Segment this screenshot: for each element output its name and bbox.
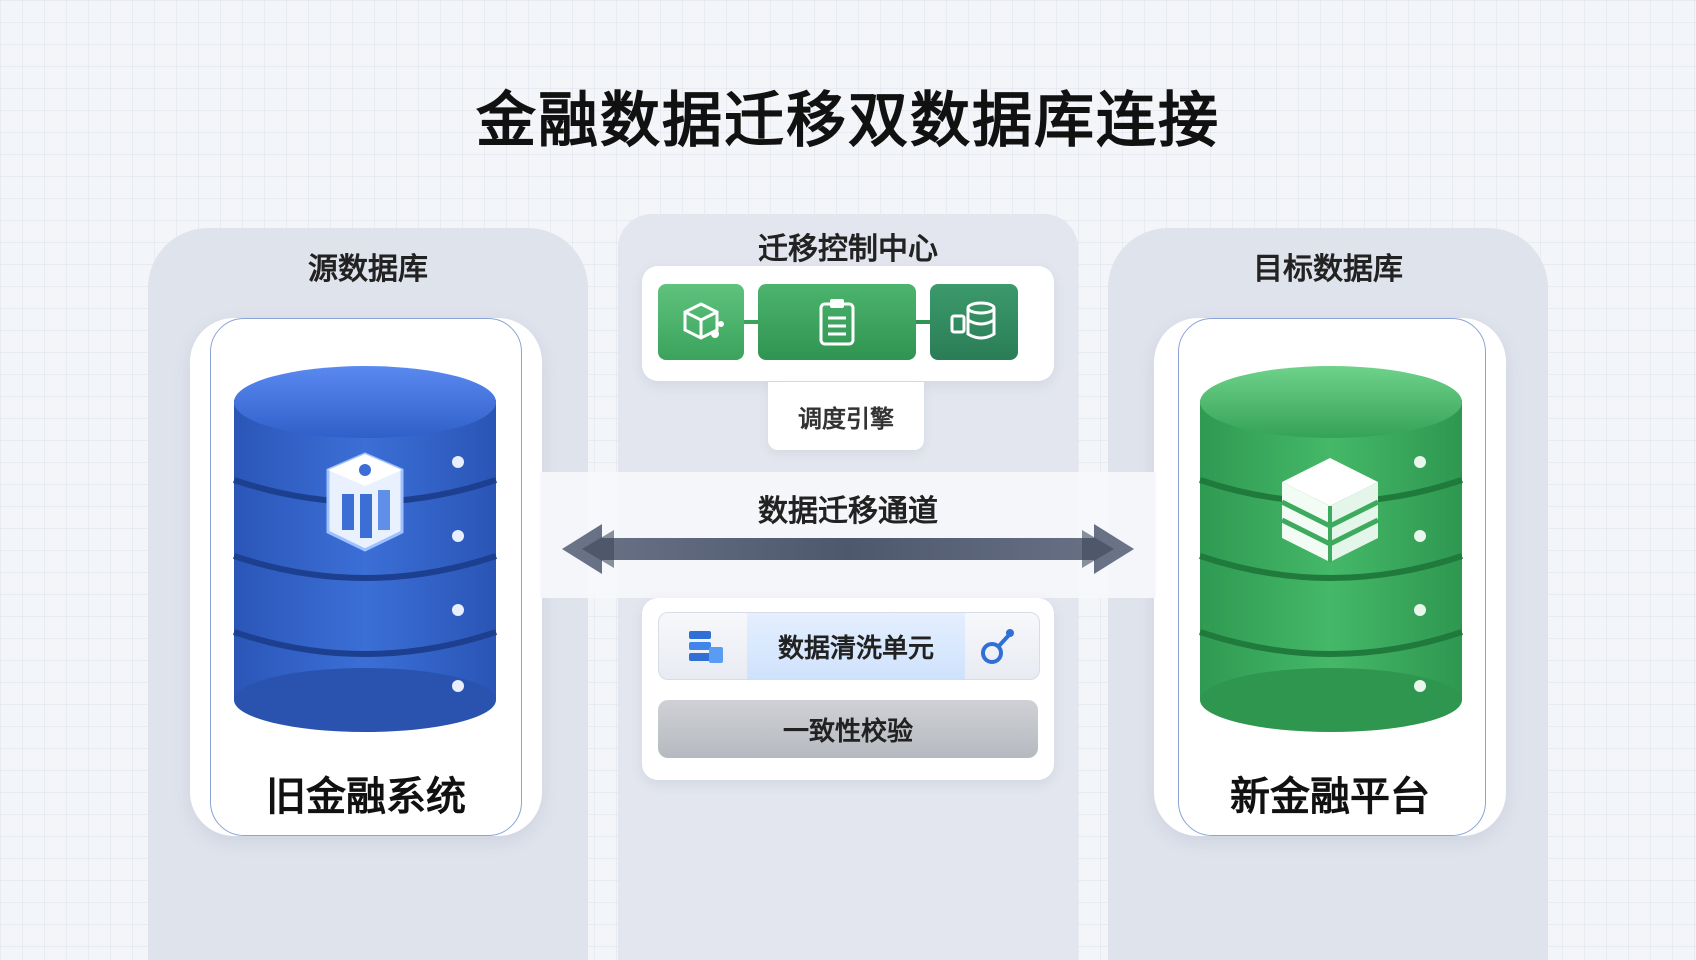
cleaning-label: 数据清洗单元 [747,613,965,679]
data-cleaning-unit[interactable]: 数据清洗单元 [658,612,1040,680]
source-panel-label: 源数据库 [308,252,428,287]
target-db-card: 新金融平台 [1154,318,1506,836]
target-caption: 新金融平台 [1230,774,1430,820]
double-arrow-icon [562,524,1134,574]
scheduler-engine: 调度引擎 [768,382,924,450]
control-panel-label: 迁移控制中心 [758,232,938,267]
clipboard-checklist-icon [819,299,855,346]
database-blocks-icon [689,631,723,663]
step-package[interactable] [658,284,744,360]
step-checklist[interactable] [758,284,916,360]
database-transfer-icon [950,301,996,340]
target-database-icon [1199,366,1463,732]
channel-label: 数据迁移通道 [758,494,938,529]
consistency-check[interactable]: 一致性校验 [658,700,1038,758]
target-panel: 目标数据库 [1108,228,1548,960]
control-steps-card [642,266,1054,381]
step-transfer[interactable] [930,284,1018,360]
source-caption: 旧金融系统 [266,774,466,820]
migration-channel: 数据迁移通道 [540,472,1156,598]
link-tool-icon [981,629,1014,664]
building-icon [326,452,404,552]
source-db-card: 旧金融系统 [190,318,542,836]
processing-card: 数据清洗单元 一致性校验 [642,598,1054,780]
package-network-icon [683,302,724,340]
target-panel-label: 目标数据库 [1253,252,1403,287]
source-database-icon [233,366,497,732]
source-panel: 源数据库 [148,228,588,960]
cube-icon [1280,458,1380,562]
page-title: 金融数据迁移双数据库连接 [476,86,1220,156]
